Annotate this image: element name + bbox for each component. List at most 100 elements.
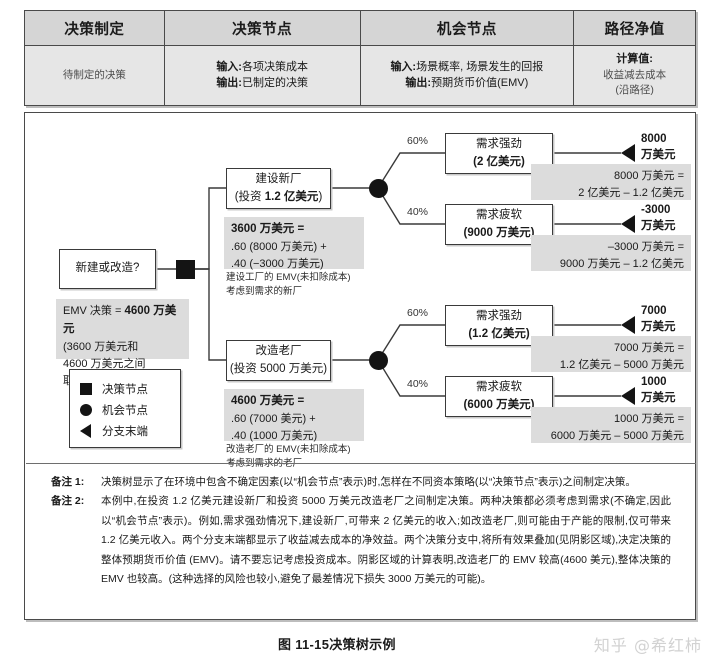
chance-node-circle-icon-build-new xyxy=(369,179,388,198)
decision-node-square-icon xyxy=(176,260,195,279)
emv-summary-block: EMV 决策 = 4600 万美元 (3600 万美元和 4600 万美元之间 … xyxy=(56,299,189,387)
net-value-line: 7000 万美元 = xyxy=(613,342,684,354)
io-label: 输入: xyxy=(216,60,242,73)
column-body-line: (沿路径) xyxy=(615,84,654,97)
node-box-line: (1.2 亿美元) xyxy=(468,326,529,343)
net-value-block-1: 8000 万美元 = 2 亿美元 – 1.2 亿美元 xyxy=(531,164,691,200)
payoff-value: (1.2 亿美元) xyxy=(468,327,530,340)
note-text: 决策树显示了在环境中包含不确定因素(以“机会节点”表示)时,怎样在不同资本策略(… xyxy=(101,476,636,488)
calc-note-line: 建设工厂的 EMV(未扣除成本) xyxy=(226,272,351,283)
column-body-line: 输入:场景概率, 场景发生的回报 xyxy=(390,60,543,76)
io-value: 各项决策成本 xyxy=(241,60,308,73)
notes-section: 备注 1: 决策树显示了在环境中包含不确定因素(以“机会节点”表示)时,怎样在不… xyxy=(51,473,671,590)
calc-headline: 4600 万美元 = xyxy=(231,395,305,407)
terminal-value-line: 万美元 xyxy=(641,391,676,404)
calc-note-line: 考虑到需求的新厂 xyxy=(226,286,303,298)
calc-line: .60 (8000 万美元) + xyxy=(231,240,327,253)
note-text: 本例中,在投资 1.2 亿美元建设新厂和投资 5000 万美元改造老厂之间制定决… xyxy=(101,495,671,586)
terminal-value-line: -3000 xyxy=(641,204,671,216)
column-body: 计算值: 收益减去成本 (沿路径) xyxy=(574,46,695,105)
calc-line: .40 (1000 万美元) xyxy=(231,429,318,442)
legend-box: 决策节点 机会节点 分支末端 xyxy=(69,369,181,448)
net-value-line: 6000 万美元 – 5000 万美元 xyxy=(550,430,684,443)
node-box-build-new[interactable]: 建设新厂 (投资 1.2 亿美元) xyxy=(226,168,331,209)
invest-value: 1.2 亿美元 xyxy=(264,190,319,203)
connector-lines xyxy=(156,152,621,397)
net-value-block-4: 1000 万美元 = 6000 万美元 – 5000 万美元 xyxy=(531,407,691,443)
payoff-value: (9000 万美元) xyxy=(463,226,535,239)
io-label: 计算值: xyxy=(616,53,653,66)
node-box-line: (投资 5000 万美元) xyxy=(230,361,327,378)
net-value-line: 9000 万美元 – 1.2 亿美元 xyxy=(559,258,684,271)
probability-label: 40% xyxy=(407,378,429,390)
legend-label: 机会节点 xyxy=(102,404,148,417)
node-box-line: 改造老厂 xyxy=(255,345,302,358)
note-item: 备注 2: 本例中,在投资 1.2 亿美元建设新厂和投资 5000 万美元改造老… xyxy=(51,492,671,589)
node-box-line: 需求疲软 xyxy=(476,381,522,394)
column-body-line: 输出:已制定的决策 xyxy=(216,76,308,92)
node-box-line: (9000 万美元) xyxy=(464,225,535,242)
terminal-value-line: 1000 xyxy=(641,376,667,388)
branch-end-triangle-icon xyxy=(621,215,635,233)
node-box-line: (投资 1.2 亿美元) xyxy=(235,189,323,206)
note-label: 备注 2: xyxy=(51,495,85,508)
table-column-path-net-value: 路径净值 计算值: 收益减去成本 (沿路径) xyxy=(574,11,695,105)
node-box-line: (6000 万美元) xyxy=(464,397,535,414)
terminal-value-line: 7000 xyxy=(641,305,667,317)
note-label: 备注 1: xyxy=(51,476,85,488)
io-value: 已制定的决策 xyxy=(241,76,308,89)
node-box-line: (2 亿美元) xyxy=(473,154,525,171)
emv-summary-line: 4600 万美元之间 xyxy=(63,357,146,370)
legend-label: 分支末端 xyxy=(102,425,148,438)
calc-note-line: 考虑到需求的老厂 xyxy=(226,458,303,470)
triangle-icon xyxy=(80,423,102,438)
emv-calc-upgrade-old: 4600 万美元 = .60 (7000 美元) + .40 (1000 万美元… xyxy=(224,389,364,442)
column-header-title: 决策节点 xyxy=(164,11,360,46)
column-body-line: 待制定的决策 xyxy=(62,68,126,81)
node-box-line: 建设新厂 xyxy=(255,173,302,186)
legend-item-chance-node: 机会节点 xyxy=(80,399,170,420)
invest-label: (投资 xyxy=(234,190,265,203)
node-box-line: 需求强劲 xyxy=(476,138,522,151)
node-box-upgrade-old[interactable]: 改造老厂 (投资 5000 万美元) xyxy=(226,340,331,381)
net-value-line: 2 亿美元 – 1.2 亿美元 xyxy=(578,187,684,200)
emv-calc-build-new: 3600 万美元 = .60 (8000 万美元) + .40 (−3000 万… xyxy=(224,217,364,270)
io-label: 输入: xyxy=(390,60,417,73)
terminal-value-1: 8000 万美元 xyxy=(641,132,676,163)
emv-value: 4600 万美元 xyxy=(63,305,177,335)
column-body-line: 输出:预期货币价值(EMV) xyxy=(405,76,528,92)
calc-line: .40 (−3000 万美元) xyxy=(231,257,324,270)
note-item: 备注 1: 决策树显示了在环境中包含不确定因素(以“机会节点”表示)时,怎样在不… xyxy=(51,473,671,492)
io-label: 输出: xyxy=(405,76,432,89)
node-box-root-decision[interactable]: 新建或改造? xyxy=(59,249,156,289)
calc-headline: 3600 万美元 = xyxy=(231,223,305,235)
terminal-value-3: 7000 万美元 xyxy=(641,304,676,335)
node-box-line: 新建或改造? xyxy=(75,262,140,275)
definition-table: 决策制定 待制定的决策 决策节点 输入:各项决策成本 输出:已制定的决策 机会节… xyxy=(24,10,696,106)
probability-label: 60% xyxy=(407,135,429,147)
notes-divider xyxy=(26,463,696,464)
terminal-value-2: -3000 万美元 xyxy=(641,203,676,234)
calc-line: .60 (7000 美元) + xyxy=(231,412,316,425)
node-box-line: 需求疲软 xyxy=(476,209,522,222)
payoff-value: (2 亿美元) xyxy=(473,155,525,168)
figure-caption: 图 11-15决策树示例 xyxy=(278,637,396,652)
column-body-line: 收益减去成本 xyxy=(603,69,667,82)
column-body: 输入:各项决策成本 输出:已制定的决策 xyxy=(164,46,360,105)
terminal-value-4: 1000 万美元 xyxy=(641,375,676,406)
legend-label: 决策节点 xyxy=(102,383,148,396)
column-body: 输入:场景概率, 场景发生的回报 输出:预期货币价值(EMV) xyxy=(360,46,574,105)
column-body-line: 计算值: xyxy=(616,52,653,68)
diagram-canvas: 新建或改造? EMV 决策 = 4600 万美元 (3600 万美元和 4600… xyxy=(25,113,697,621)
net-value-block-3: 7000 万美元 = 1.2 亿美元 – 5000 万美元 xyxy=(531,336,691,372)
invest-label: (投资 5000 万美元 xyxy=(229,362,324,375)
table-column-decision-node: 决策节点 输入:各项决策成本 输出:已制定的决策 xyxy=(164,11,361,105)
column-body-line: 输入:各项决策成本 xyxy=(216,60,308,76)
emv-label: EMV 决策 = xyxy=(63,305,125,317)
payoff-value: (6000 万美元) xyxy=(463,398,535,411)
invest-suffix: ) xyxy=(318,190,323,203)
watermark: 知乎 @希红柿 xyxy=(593,636,702,655)
column-header-title: 路径净值 xyxy=(574,11,695,46)
branch-end-triangle-icon xyxy=(621,144,635,162)
